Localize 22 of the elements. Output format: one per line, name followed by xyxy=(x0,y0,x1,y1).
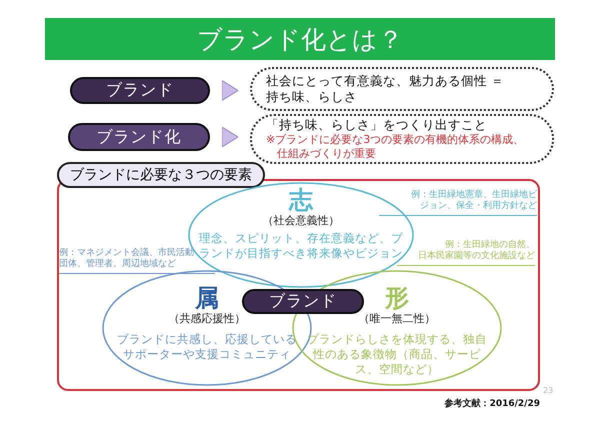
arrow xyxy=(222,126,238,148)
element-description: ブランドに共感し、応援しているサポーターや支援コミュニティ xyxy=(116,332,298,362)
reference-text: 参考文献：2016/2/29 xyxy=(444,397,540,410)
elements-panel xyxy=(57,162,540,392)
title-banner: ブランド化とは？ xyxy=(45,18,555,60)
element-character: 志 xyxy=(289,186,313,214)
definition-text: 社会にとって有意義な、魅力ある個性 ＝持ち味、らしさ xyxy=(266,72,505,106)
element-subtitle: （社会意義性） xyxy=(262,214,340,228)
element-character: 属 xyxy=(195,284,219,312)
element-subtitle: （唯一無二性） xyxy=(358,312,436,326)
definition-text: 「持ち味、らしさ」をつくり出すこと xyxy=(266,116,488,133)
element-subtitle: （共感応援性） xyxy=(168,312,246,326)
arrow xyxy=(222,80,238,101)
term-pill: ブランド xyxy=(242,289,364,314)
element-description: 理念、スピリット、存在意義など、ブランドが目指すべき将来像やビジョン xyxy=(198,231,404,262)
page-number: 23 xyxy=(543,386,554,395)
note-text: ※ブランドに必要な3つの要素の有機的体系の構成、仕組みづくりが重要 xyxy=(266,132,526,162)
panel-heading: ブランドに必要な３つの要素 xyxy=(57,162,265,188)
example-note: 例：生田緑地憲章、生田緑地ビジョン、保全・利用方針など xyxy=(379,190,537,216)
element-character: 形 xyxy=(385,284,409,312)
term-pill: ブランド化 xyxy=(68,123,210,151)
term-pill: ブランド xyxy=(70,77,210,104)
